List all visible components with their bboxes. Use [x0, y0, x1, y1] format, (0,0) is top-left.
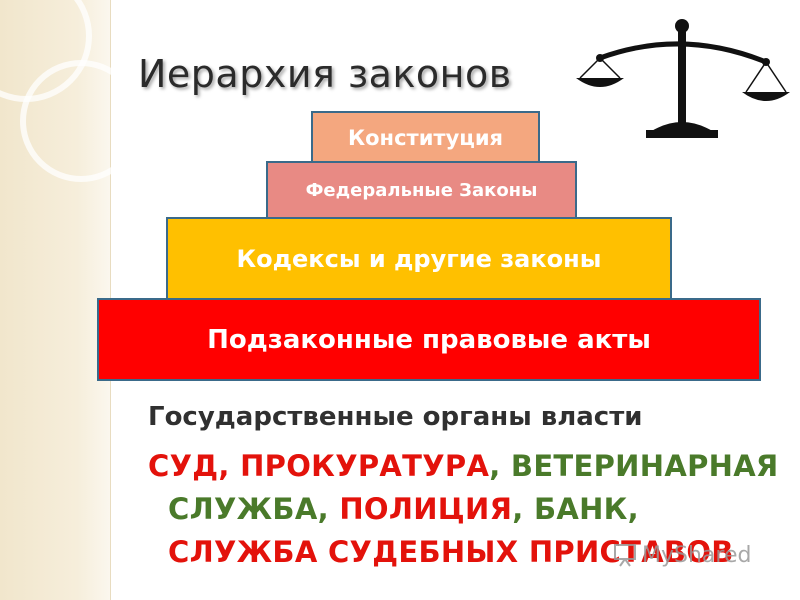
separator: , — [317, 492, 329, 526]
pyramid-level-constitution: Конституция — [311, 111, 540, 165]
separator: , — [489, 449, 501, 483]
watermark-text: MyShared — [642, 542, 752, 568]
separator: , — [218, 449, 230, 483]
organ-item: ВЕТЕРИНАРНАЯ — [510, 449, 779, 483]
organs-line: СЛУЖБА СУДЕБНЫХ ПРИСТАВОВ — [148, 531, 788, 574]
organs-line: СУД, ПРОКУРАТУРА, ВЕТЕРИНАРНАЯ — [148, 445, 788, 488]
organ-item: СУД — [148, 449, 219, 483]
decorative-side-band — [0, 0, 142, 600]
pyramid-level-bylaws: Подзаконные правовые акты — [97, 298, 761, 381]
organ-item: БАНК — [533, 492, 628, 526]
organ-item: ПОЛИЦИЯ — [339, 492, 513, 526]
watermark: MyShared — [612, 538, 772, 572]
separator: , — [627, 492, 639, 526]
slide-title: Иерархия законов — [138, 52, 512, 96]
organ-item: ПРОКУРАТУРА — [240, 449, 490, 483]
scales-of-justice-icon — [576, 19, 790, 138]
pyramid-level-codes: Кодексы и другие законы — [166, 217, 672, 300]
organ-item: СЛУЖБА — [168, 492, 318, 526]
organs-list: СУД, ПРОКУРАТУРА, ВЕТЕРИНАРНАЯ СЛУЖБА, П… — [148, 445, 788, 574]
organs-line: СЛУЖБА, ПОЛИЦИЯ, БАНК, — [148, 488, 788, 531]
decorative-ring — [20, 60, 142, 182]
organ-item: СЛУЖБА СУДЕБНЫХ ПРИСТАВОВ — [168, 535, 734, 569]
pyramid-level-federal-laws: Федеральные Законы — [266, 161, 577, 219]
presentation-board-icon — [614, 544, 636, 567]
separator: , — [512, 492, 524, 526]
organs-heading: Государственные органы власти — [148, 402, 643, 432]
